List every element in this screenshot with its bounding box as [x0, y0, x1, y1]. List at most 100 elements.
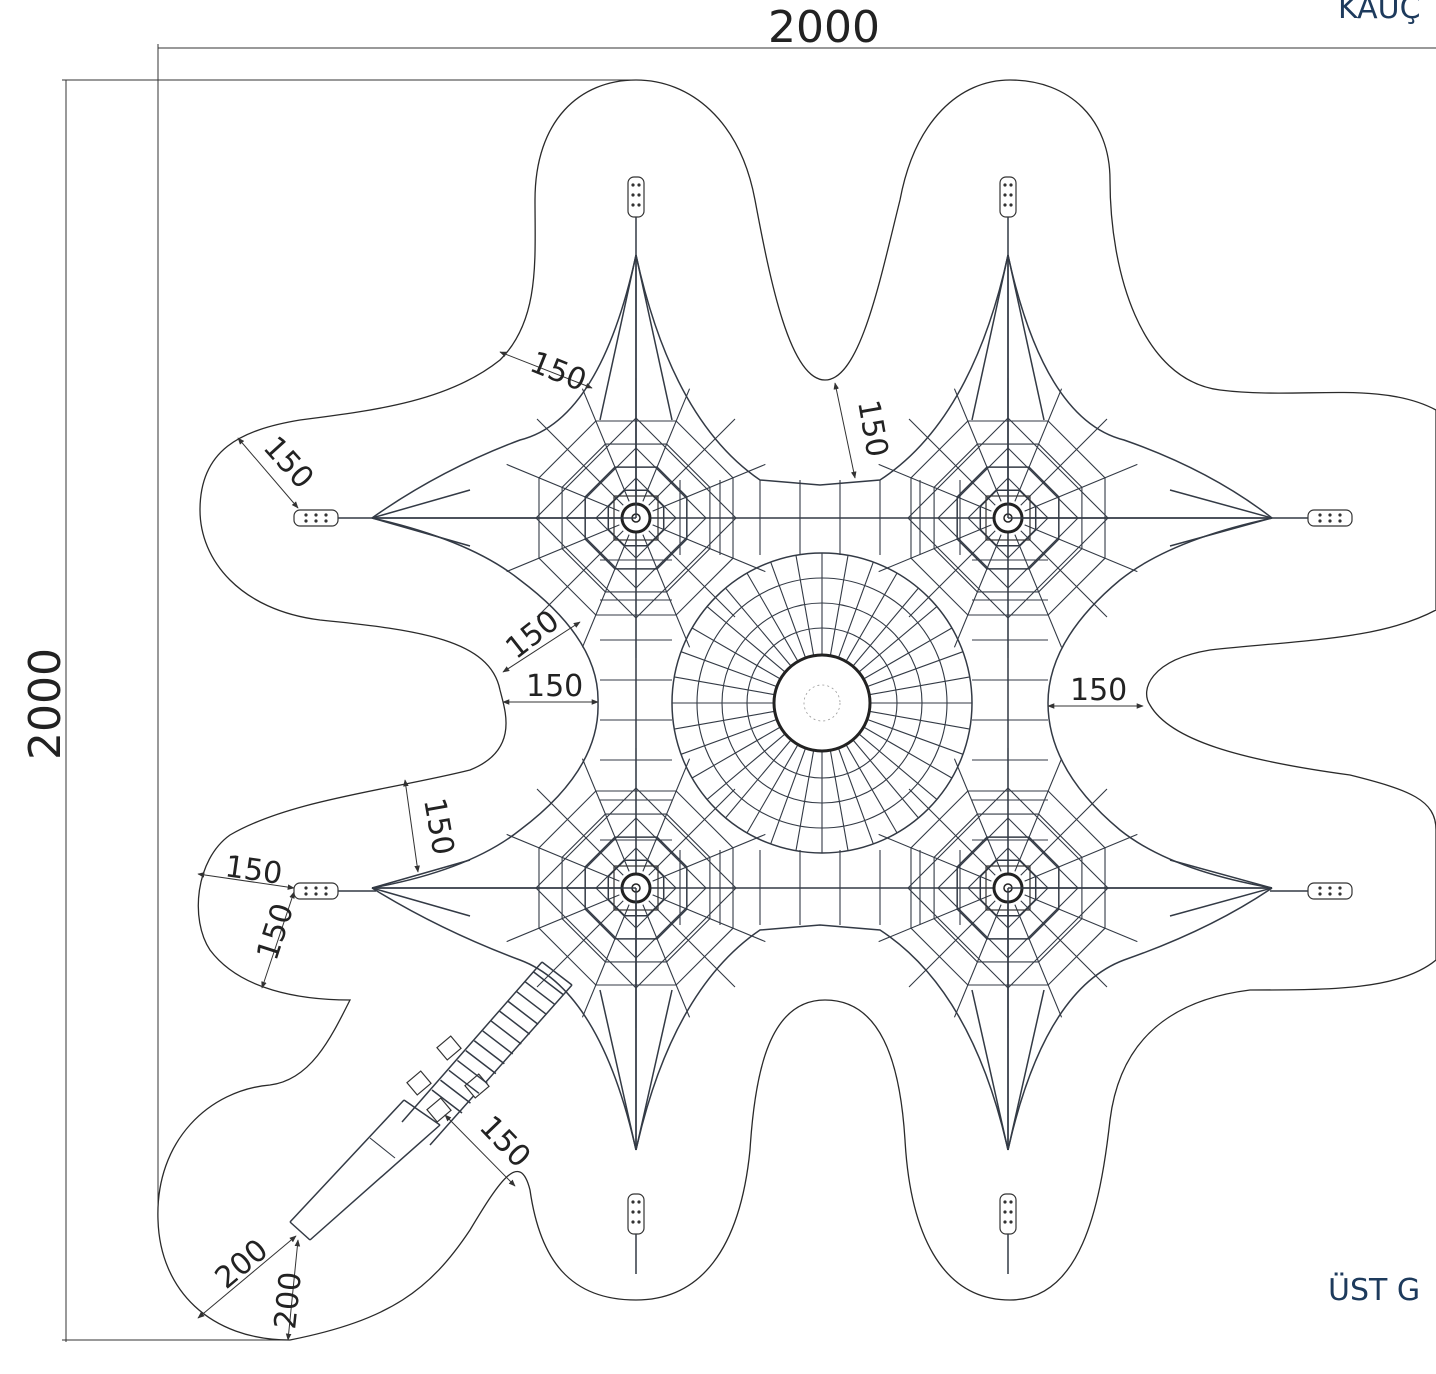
ladder-rung	[440, 1079, 471, 1104]
ladder-rung	[516, 990, 548, 1016]
ladder-rung	[499, 1010, 531, 1035]
net-edge	[635, 924, 1009, 1151]
net-rope	[642, 388, 691, 502]
anchor-bolt	[324, 519, 328, 523]
ladder-rung	[448, 1069, 480, 1094]
clearance-label: 150	[525, 345, 591, 399]
net-edge	[1047, 517, 1273, 889]
anchor-plate	[627, 1193, 645, 1235]
net-rope	[866, 718, 964, 755]
clearance-label: 150	[256, 430, 320, 496]
net-rope	[1169, 887, 1273, 917]
ladder-rung	[473, 1040, 505, 1065]
net-rope	[878, 894, 992, 943]
anchor-plate	[293, 509, 339, 527]
net-rope	[652, 524, 766, 573]
net-rope	[953, 904, 1002, 1018]
net-rope	[371, 887, 471, 917]
net-rope	[953, 758, 1002, 872]
net-rope	[852, 587, 919, 667]
anchor-bolt	[304, 892, 308, 896]
net-rope	[581, 904, 630, 1018]
anchor-bolt	[631, 1200, 635, 1204]
anchor-bolt	[1338, 513, 1342, 517]
anchor-bolt	[631, 203, 635, 207]
net-rope	[648, 788, 736, 876]
anchor-bolt	[1003, 1210, 1007, 1214]
ladder-rung	[490, 1020, 522, 1045]
net-rope	[858, 733, 938, 800]
net-rope	[863, 627, 953, 680]
ladder-rung	[541, 961, 573, 986]
net-rope	[536, 900, 624, 988]
net-rope	[869, 710, 970, 730]
anchor-bolt	[1009, 1200, 1013, 1204]
net-rope	[371, 517, 471, 547]
net-rope	[837, 561, 874, 659]
net-edge	[1007, 254, 1273, 519]
net-rope	[1024, 524, 1138, 573]
net-rope	[1024, 894, 1138, 943]
anchor-bolt	[324, 892, 328, 896]
anchor-bolt	[1009, 193, 1013, 197]
anchor-bolt	[304, 886, 308, 890]
net-rope	[863, 726, 953, 779]
net-rope	[536, 530, 624, 618]
anchor-plate	[627, 176, 645, 218]
net-rope	[908, 900, 996, 988]
overall-height-label: 2000	[20, 648, 71, 760]
net-rope	[581, 388, 630, 502]
net-rope	[1024, 463, 1138, 512]
anchor-bolt	[631, 183, 635, 187]
anchor-bolt	[1328, 892, 1332, 896]
net-rope	[652, 463, 766, 512]
net-rope	[581, 534, 630, 648]
net-rope	[1020, 788, 1108, 876]
anchor-bolt	[314, 519, 318, 523]
net-rope	[1020, 530, 1108, 618]
anchor-bolt	[1338, 519, 1342, 523]
view-label: ÜST G	[1328, 1272, 1420, 1308]
net-rope	[652, 894, 766, 943]
net-rope	[371, 859, 471, 889]
safety-zone-outline	[157, 79, 1436, 1341]
clearance-label: 150	[250, 899, 301, 964]
ladder-rung	[465, 1050, 497, 1075]
net-rope	[829, 750, 849, 851]
ladder-rung	[533, 971, 564, 996]
net-edge	[635, 254, 1009, 486]
net-rope	[680, 651, 778, 688]
net-rope	[725, 587, 792, 667]
dome-center	[803, 684, 841, 722]
net-rope	[1024, 833, 1138, 882]
clearance-label: 150	[850, 397, 894, 459]
clearance-label: 150	[499, 603, 566, 666]
overall-width-dimension: 2000	[157, 2, 1436, 1220]
anchor-bolt	[1318, 892, 1322, 896]
ladder-rung	[456, 1059, 488, 1085]
anchor-bolt	[314, 892, 318, 896]
net-rope	[1169, 489, 1273, 519]
anchor-bolt	[304, 519, 308, 523]
ladder-rung	[431, 1089, 463, 1114]
ladder-rung	[507, 1000, 539, 1025]
net-rope	[581, 758, 630, 872]
net-rope	[953, 534, 1002, 648]
net-rope	[770, 747, 807, 845]
net-rope	[1014, 904, 1063, 1018]
net-rope	[536, 788, 624, 876]
net-rope	[845, 744, 898, 834]
anchor-bolt	[1009, 1210, 1013, 1214]
net-rope	[829, 555, 849, 656]
net-rope	[878, 524, 992, 573]
net-rope	[858, 606, 938, 673]
anchor-bolt	[1338, 886, 1342, 890]
anchor-bolt	[324, 513, 328, 517]
anchor-bolt	[1318, 519, 1322, 523]
overall-height-dimension: 2000	[20, 79, 636, 1342]
anchor-bolt	[314, 886, 318, 890]
net-rope	[837, 747, 874, 845]
anchor-bolt	[1328, 519, 1332, 523]
net-rope	[1169, 859, 1273, 889]
net-rope	[371, 489, 471, 519]
